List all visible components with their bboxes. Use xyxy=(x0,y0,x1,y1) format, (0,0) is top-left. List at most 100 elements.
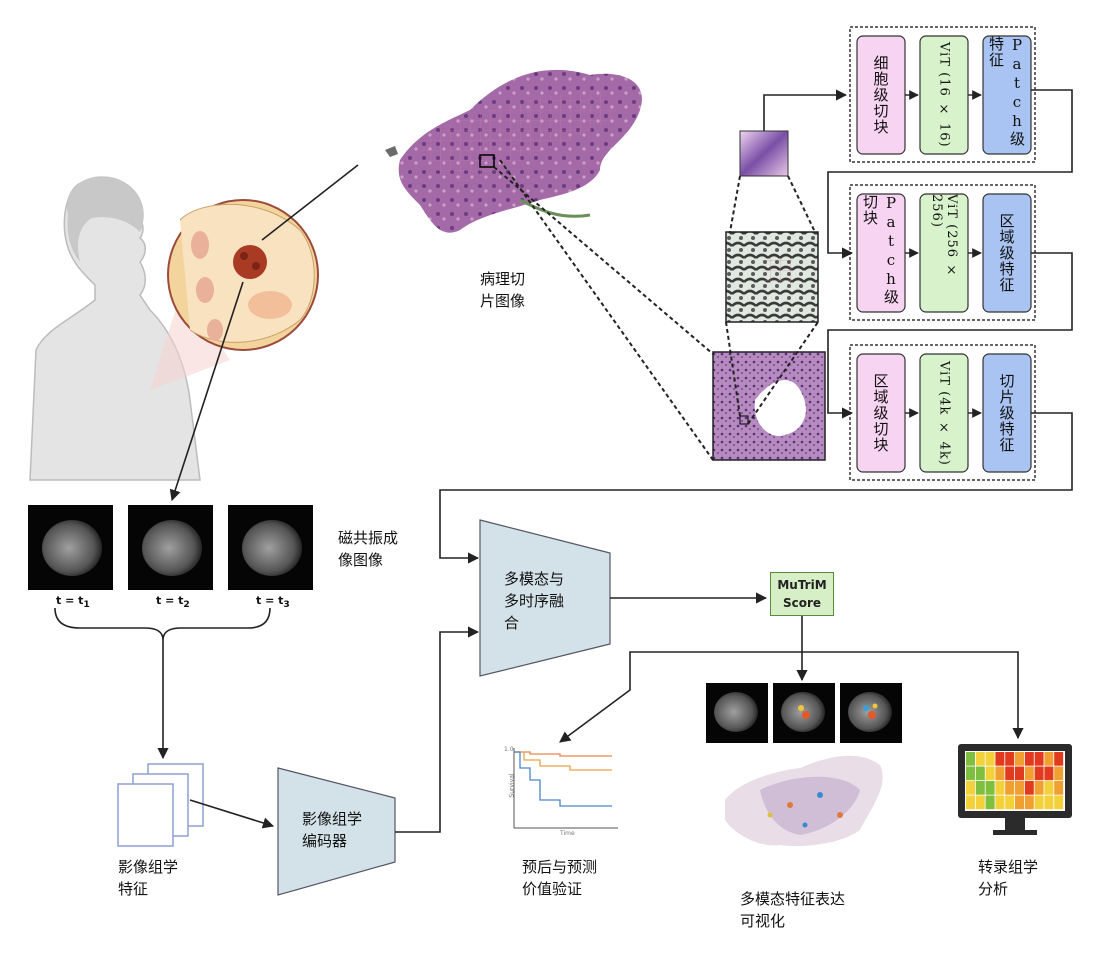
pathology-image-label: 病理切 片图像 xyxy=(480,270,526,310)
mutrim-score-box: MuTriM Score xyxy=(770,572,834,616)
pathology-slide-image xyxy=(385,69,642,233)
visualization-mri-images xyxy=(706,683,902,743)
radiomics-features-label: 影像组学 特征 xyxy=(118,858,179,898)
heatmap-cell xyxy=(966,752,975,766)
heatmap-cell xyxy=(1044,781,1054,795)
visualization-label: 多模态特征表达 可视化 xyxy=(740,890,846,930)
heatmap-cell xyxy=(966,781,975,795)
heatmap-cell xyxy=(1015,781,1024,795)
heatmap-cell xyxy=(975,766,985,781)
heatmap-cell xyxy=(975,752,985,766)
mutrim-score-label: MuTriM Score xyxy=(777,578,827,610)
kaplan-meier-chart xyxy=(513,748,618,829)
fusion-label: 多模态与 多时序融 合 xyxy=(504,570,565,632)
arrow-score-to-prognosis xyxy=(559,651,802,743)
heatmap-cell xyxy=(1034,795,1044,810)
curly-brace xyxy=(54,607,271,641)
heatmap-cell xyxy=(1044,766,1054,781)
arrow-breast-to-mri xyxy=(169,281,244,502)
heatmap-cell xyxy=(995,752,1005,766)
zoom-line xyxy=(729,175,741,233)
transcriptomics-label: 转录组学 分析 xyxy=(978,858,1039,898)
heatmap-cell xyxy=(995,795,1005,810)
heatmap-cell xyxy=(1034,752,1044,766)
heatmap-cell xyxy=(1054,795,1064,810)
heatmap-cell xyxy=(985,766,995,781)
heatmap-cell xyxy=(975,795,985,810)
zoom-cone xyxy=(150,290,230,390)
pipeline-row-1-input: 细胞级切块 xyxy=(871,55,890,135)
pipeline-row-1-model: ViT (16 × 16) xyxy=(936,42,952,148)
heatmap-cell xyxy=(1024,752,1034,766)
pipeline-row-3-input: 区域级切块 xyxy=(871,373,890,453)
pipeline-inner-arrows xyxy=(905,90,982,418)
heatmap-cell xyxy=(1054,766,1064,781)
heatmap-cell xyxy=(1005,766,1015,781)
heatmap-cell xyxy=(1024,766,1034,781)
fusion-shape xyxy=(479,519,611,677)
heatmap-cell xyxy=(1015,795,1024,810)
heatmap-cell xyxy=(985,795,995,810)
arrow-features-to-encoder xyxy=(189,799,275,829)
heatmap-cell xyxy=(1024,781,1034,795)
heatmap-cell xyxy=(1034,766,1044,781)
pipeline-row-1-output: Patch级特征 xyxy=(987,36,1026,147)
heatmap-cell xyxy=(966,766,975,781)
mri-image-label: 磁共振成 像图像 xyxy=(338,529,399,569)
prognosis-label: 预后与预测 价值验证 xyxy=(522,858,598,898)
visualization-slide-image xyxy=(725,755,883,847)
heatmap-cell xyxy=(1044,795,1054,810)
cell-patch-image xyxy=(739,130,789,177)
breast-tumor-cross-section-icon xyxy=(167,199,319,351)
km-ylabel: Survival xyxy=(508,773,516,798)
stacked-documents-icon xyxy=(117,763,204,847)
heatmap-cell xyxy=(995,781,1005,795)
arrow-row2-to-row3 xyxy=(827,252,1073,419)
mri-time-label-3: t = t3 xyxy=(256,594,290,611)
heatmap-cell xyxy=(1015,766,1024,781)
mri-time-label-2: t = t2 xyxy=(156,594,190,611)
heatmap-cell xyxy=(1005,795,1015,810)
tissue-region-image xyxy=(712,351,826,461)
mri-images xyxy=(28,505,313,590)
arrow-cell-to-pipeline xyxy=(763,89,848,131)
pipeline-boxes xyxy=(856,35,1032,473)
microscopic-patch-image xyxy=(725,231,819,323)
heatmap-cell xyxy=(1005,752,1015,766)
radiomics-encoder-label: 影像组学 编码器 xyxy=(302,810,363,850)
pipeline-row-1-frame xyxy=(849,26,1036,163)
heatmap-cell xyxy=(985,752,995,766)
arrow-row1-to-row2 xyxy=(827,89,1073,259)
mri-time-label-1: t = t1 xyxy=(56,594,90,611)
zoom-line xyxy=(787,175,816,233)
arrow-score-to-transcriptomics xyxy=(802,651,1024,740)
zoom-line xyxy=(725,321,741,417)
heatmap-cell xyxy=(985,781,995,795)
heatmap-cell xyxy=(966,795,975,810)
zoom-line xyxy=(493,166,714,355)
heatmap-cell xyxy=(1015,752,1024,766)
heatmap-cell xyxy=(1044,752,1054,766)
heatmap-cell xyxy=(1034,781,1044,795)
arrow-encoder-to-fusion xyxy=(395,626,480,833)
radiomics-encoder-shape xyxy=(277,767,396,896)
km-top-tick: 1.0 xyxy=(504,746,514,753)
heatmap-cell xyxy=(1054,752,1064,766)
heatmap-cell xyxy=(1005,781,1015,795)
km-xlabel: Time xyxy=(560,830,575,837)
pipeline-row-2-input: Patch级切块 xyxy=(861,194,900,305)
heatmap-cell xyxy=(975,781,985,795)
pipeline-row-2-model: ViT (256 × 256) xyxy=(929,194,959,280)
arrow-pathology-to-fusion xyxy=(439,412,1073,564)
heatmap-cell xyxy=(1054,781,1064,795)
pipeline-row-3-output: 切片级特征 xyxy=(997,373,1016,453)
pipeline-row-2-output: 区域级特征 xyxy=(997,213,1016,293)
heatmap-cell xyxy=(995,766,1005,781)
heatmap-cell xyxy=(1024,795,1034,810)
zoom-line xyxy=(499,159,714,461)
pipeline-row-3-model: ViT (4k × 4k) xyxy=(936,360,952,466)
connector-line xyxy=(261,164,359,241)
heatmap-cells xyxy=(966,752,1064,810)
